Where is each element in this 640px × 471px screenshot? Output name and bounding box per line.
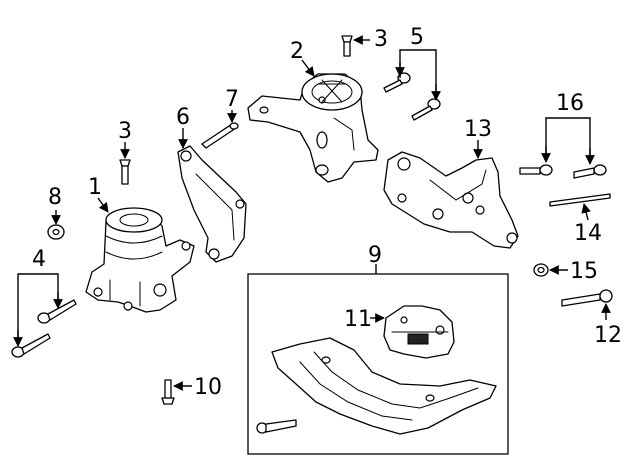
bolt-in-box [256, 419, 297, 434]
bolt-16-a [519, 164, 553, 176]
callout-11: 11 [344, 307, 372, 332]
bolt-12 [561, 289, 613, 307]
callout-4: 4 [32, 247, 46, 272]
part-9-crossmember [271, 337, 497, 435]
callout-1: 1 [88, 175, 102, 200]
callout-13: 13 [464, 117, 492, 142]
callout-3-left: 3 [118, 119, 132, 144]
part-6-bracket [177, 145, 247, 263]
callout-6: 6 [176, 105, 190, 130]
callout-7: 7 [225, 87, 239, 112]
bolt-3-left [119, 159, 131, 185]
bolt-4-a [37, 299, 77, 324]
bolt-5-b [411, 98, 441, 121]
nut-8 [47, 224, 65, 240]
bolt-3-top [341, 35, 353, 57]
bolt-10 [161, 379, 175, 405]
leader-lines [13, 35, 611, 391]
bolt-16-b [573, 164, 607, 179]
nut-15 [533, 263, 549, 277]
callout-9: 9 [368, 243, 382, 268]
stud-14 [549, 193, 611, 207]
callout-5: 5 [410, 25, 424, 50]
part-13-bracket [383, 151, 519, 249]
part-9-group [247, 273, 509, 455]
part-2-transmission-mount [247, 73, 379, 183]
callout-10: 10 [194, 375, 222, 400]
callout-14: 14 [574, 221, 602, 246]
callout-2: 2 [290, 39, 304, 64]
group-box [247, 273, 509, 455]
callout-3-top: 3 [374, 27, 388, 52]
bolt-5-a [383, 72, 411, 93]
callout-12: 12 [594, 323, 622, 348]
part-1-engine-mount [85, 207, 195, 313]
stud-7 [201, 122, 239, 149]
callout-15: 15 [570, 259, 598, 284]
bolt-4-b [11, 333, 51, 358]
callout-16: 16 [556, 91, 584, 116]
callout-8: 8 [48, 185, 62, 210]
